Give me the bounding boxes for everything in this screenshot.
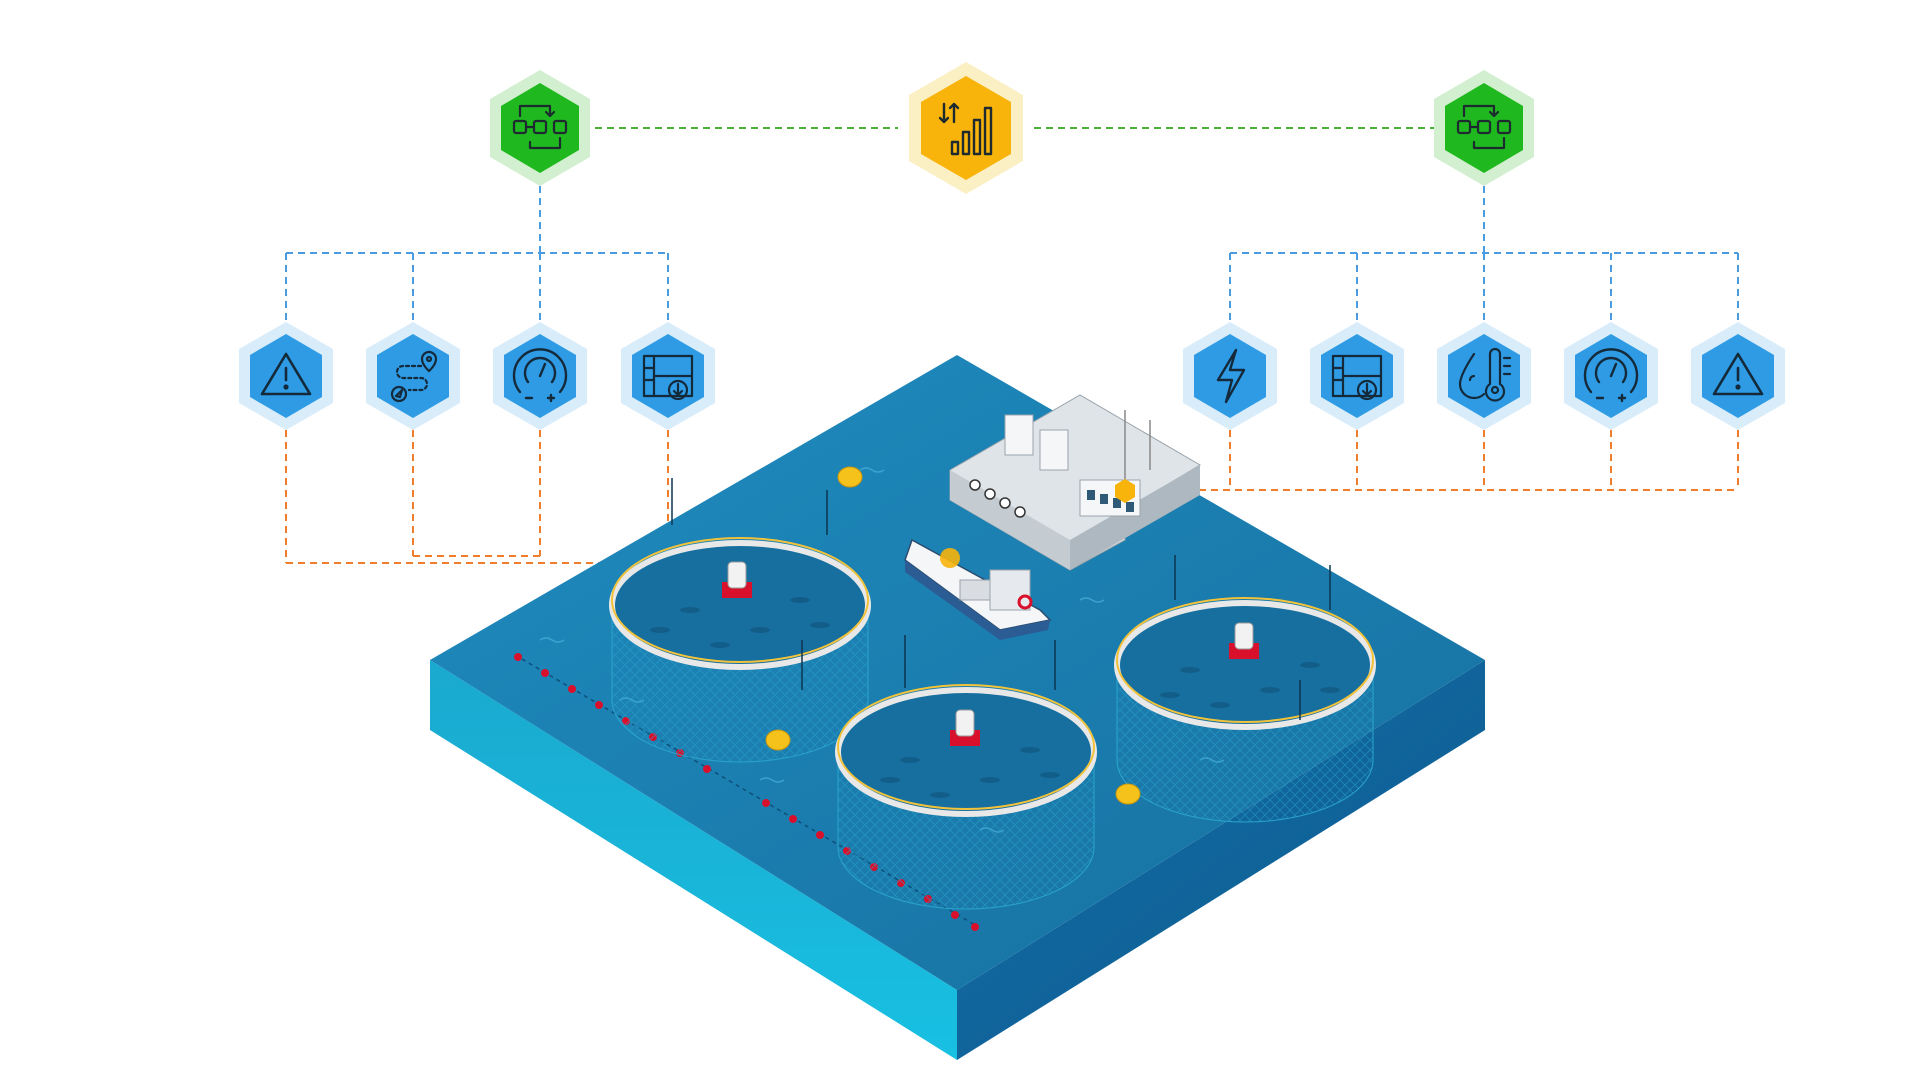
- water-level-icon: [1331, 354, 1383, 401]
- alert-triangle-icon: [1712, 352, 1764, 396]
- pressure-gauge-icon: [512, 348, 568, 403]
- fish-pen-center: [835, 684, 1097, 910]
- data-analytics-icon: [938, 102, 993, 156]
- right-sensor-water-level: [1310, 322, 1404, 430]
- marker-poles: [671, 478, 1331, 720]
- power-bolt-icon: [1216, 348, 1246, 404]
- fish-pen-right: [1114, 597, 1376, 823]
- right-sensor-power: [1183, 322, 1277, 430]
- workflow-icon: [512, 104, 568, 150]
- right-sensor-links: [1229, 186, 1739, 322]
- hub-central-analytics: [909, 62, 1023, 194]
- pressure-gauge-icon: [1583, 348, 1639, 403]
- buoys: [765, 466, 1141, 805]
- gps-route-icon: [390, 350, 438, 403]
- water-temperature-icon: [1458, 347, 1512, 402]
- left-sensor-alert: [239, 322, 333, 430]
- right-sensor-pressure: [1564, 322, 1658, 430]
- sea-surface: [430, 355, 1485, 990]
- pen-sensor-unit: [722, 561, 752, 598]
- left-sensor-gps: [366, 322, 460, 430]
- pen-sensor-unit: [1229, 622, 1259, 659]
- sea-side-left: [430, 660, 957, 1060]
- alert-triangle-icon: [260, 352, 312, 396]
- boat-iot-glow: [940, 548, 960, 568]
- left-sensor-pressure: [493, 322, 587, 430]
- workflow-icon: [1456, 104, 1512, 150]
- service-boat: [904, 538, 1052, 640]
- right-device-links: [1115, 430, 1739, 491]
- hub-right-controller: [1434, 70, 1534, 186]
- left-sensor-water-level: [621, 322, 715, 430]
- buoy: [837, 466, 863, 488]
- buoy: [1115, 783, 1141, 805]
- left-sensor-links: [285, 186, 669, 322]
- fish-pen-left: [609, 537, 871, 763]
- water-level-icon: [642, 354, 694, 401]
- pen-sensor-unit: [950, 709, 980, 746]
- buoy: [765, 729, 791, 751]
- right-sensor-water-temperature: [1437, 322, 1531, 430]
- barge-iot-module: [1115, 479, 1135, 503]
- right-sensor-alert: [1691, 322, 1785, 430]
- hub-left-controller: [490, 70, 590, 186]
- feeding-barge: [949, 394, 1201, 571]
